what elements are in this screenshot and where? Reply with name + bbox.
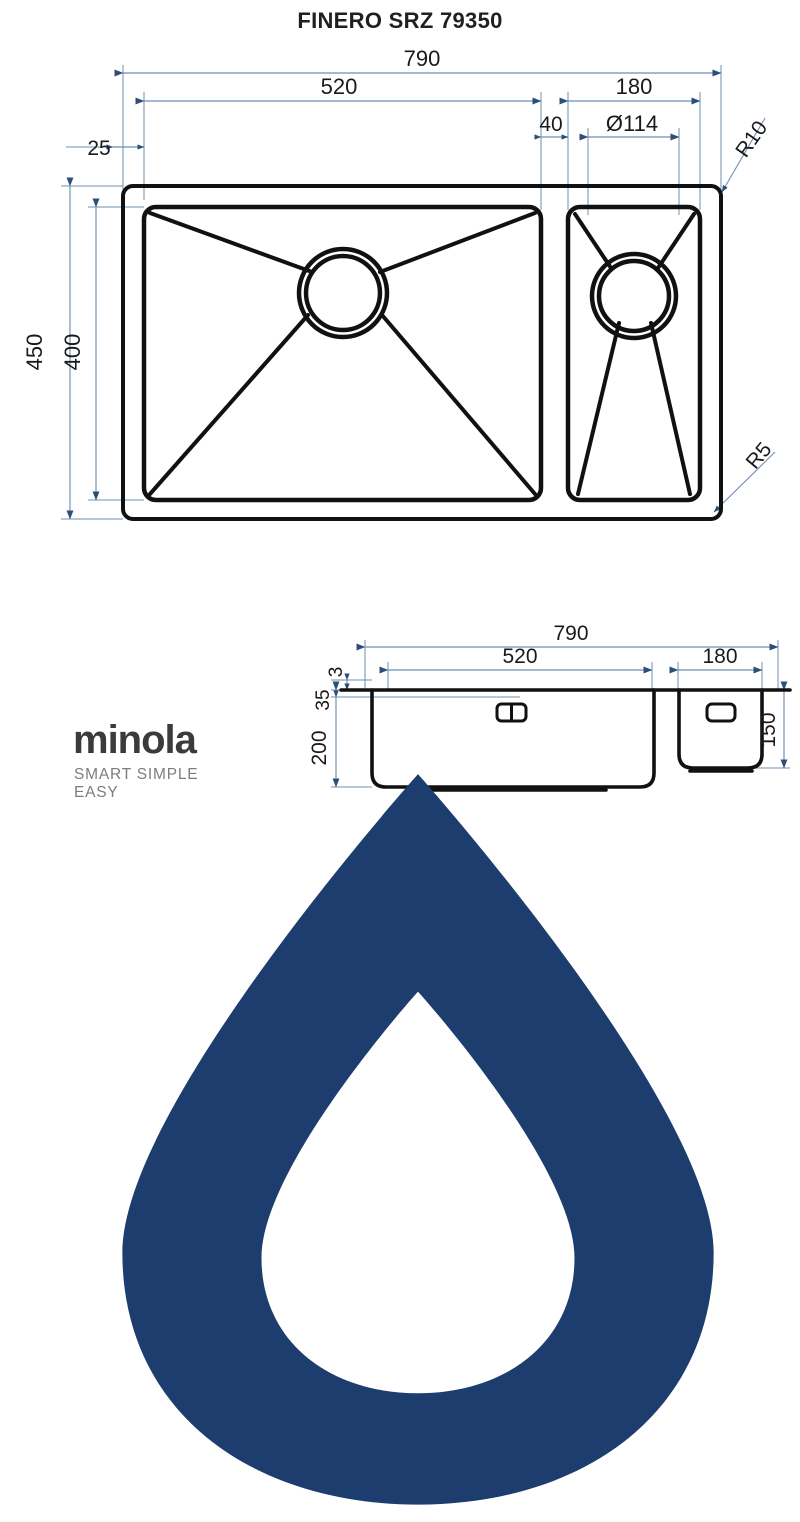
dim-main-bowl-width-plan: 520 [321, 74, 358, 99]
plan-sink-outline [121, 184, 723, 521]
plan-small-bowl-drain [589, 251, 679, 341]
dim-small-bowl-height: 150 [757, 712, 780, 747]
section-sink-body [339, 688, 792, 792]
dim-small-bowl-width-section: 180 [702, 645, 737, 668]
plan-main-bowl-drain [296, 246, 390, 340]
dim-drain-diameter: Ø114 [606, 111, 658, 136]
dim-overall-width-section: 790 [553, 622, 588, 645]
dim-overall-depth: 450 [22, 334, 47, 371]
dim-rim-drop: 35 [313, 689, 334, 710]
plan-small-bowl-slopes [573, 212, 696, 496]
dim-rim-thickness: 3 [326, 667, 347, 678]
dim-main-bowl-width-section: 520 [502, 645, 537, 668]
plan-dimension-lines [66, 69, 722, 520]
dim-overall-width-plan: 790 [404, 46, 441, 71]
dim-edge-offset: 25 [87, 137, 110, 160]
section-dimension-lines [332, 643, 788, 788]
dim-bowl-gap: 40 [539, 113, 562, 136]
brand-tagline: SMART SIMPLE EASY [74, 766, 199, 801]
brand-logo: minola SMART SIMPLE EASY [18, 718, 714, 1505]
section-main-overflow [495, 702, 528, 723]
dim-corner-radius-outer: R10 [731, 117, 772, 162]
plan-small-dimension-lines [106, 134, 569, 150]
water-drop-icon [18, 722, 714, 1505]
technical-drawing-page: FINERO SRZ 79350 [18, 8, 792, 1505]
plan-main-bowl-slopes [148, 211, 537, 496]
dim-main-bowl-height: 200 [308, 730, 331, 765]
dim-small-bowl-width-plan: 180 [616, 74, 653, 99]
plan-main-bowl [141, 204, 544, 503]
drawing-canvas: 790 520 180 40 Ø114 25 450 400 R10 R5 79… [22, 46, 792, 792]
plan-small-bowl [565, 204, 703, 503]
page-title: FINERO SRZ 79350 [297, 8, 503, 33]
dim-corner-radius-inner: R5 [742, 438, 777, 473]
dim-bowl-depth: 400 [60, 334, 85, 371]
dimension-labels: 790 520 180 40 Ø114 25 450 400 R10 R5 79… [22, 46, 780, 766]
radius-leader-lines [713, 117, 776, 513]
brand-wordmark: minola [73, 718, 197, 762]
section-small-overflow [705, 702, 737, 723]
